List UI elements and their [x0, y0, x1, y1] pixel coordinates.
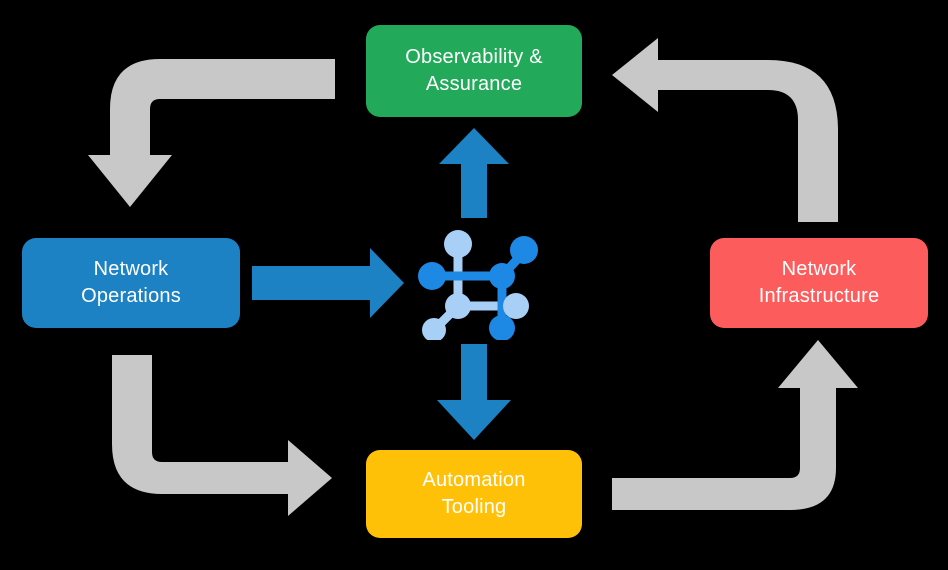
arrow-operations-to-center: [252, 248, 404, 318]
topology-dark-nodes: [418, 236, 538, 341]
node-network-infrastructure[interactable]: Network Infrastructure: [710, 238, 928, 328]
arrow-infrastructure-to-observability: [612, 38, 838, 222]
arrow-center-to-automation: [437, 344, 511, 440]
topology-light-nodes: [422, 230, 529, 342]
arrow-observability-to-operations: [88, 59, 335, 207]
topology-light-edges: [427, 241, 507, 333]
arrow-center-to-observability: [439, 128, 509, 218]
node-automation-tooling[interactable]: Automation Tooling: [366, 450, 582, 538]
node-network-operations[interactable]: Network Operations: [22, 238, 240, 328]
network-topology-icon: [418, 218, 540, 342]
node-observability-assurance[interactable]: Observability & Assurance: [366, 25, 582, 117]
arrow-operations-to-automation: [112, 355, 332, 516]
arrow-automation-to-infrastructure: [612, 340, 858, 510]
node-automation-tooling-label: Automation Tooling: [422, 469, 526, 518]
node-network-infrastructure-label: Network Infrastructure: [758, 258, 880, 307]
network-topology-icon-svg: [418, 230, 538, 342]
node-observability-assurance-label: Observability & Assurance: [405, 46, 543, 95]
node-network-operations-label: Network Operations: [81, 258, 181, 307]
